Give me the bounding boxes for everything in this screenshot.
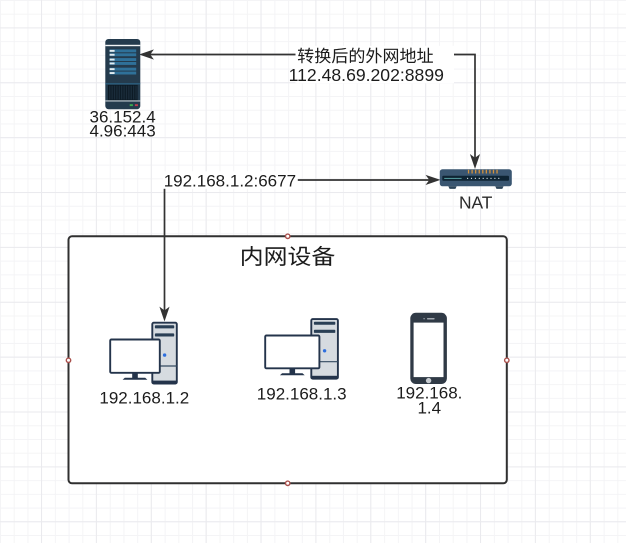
svg-text:1.4: 1.4 (417, 399, 441, 418)
svg-text:192.168.1.3: 192.168.1.3 (257, 385, 347, 404)
svg-text:192.168.: 192.168. (396, 383, 462, 402)
svg-text:192.168.1.2: 192.168.1.2 (99, 389, 189, 408)
svg-text:36.152.4: 36.152.4 (90, 108, 156, 127)
svg-text:NAT: NAT (459, 193, 493, 213)
svg-text:192.168.1.2:6677: 192.168.1.2:6677 (164, 171, 296, 190)
svg-text:112.48.69.202:8899: 112.48.69.202:8899 (289, 65, 444, 85)
svg-text:4.96:443: 4.96:443 (90, 122, 156, 141)
